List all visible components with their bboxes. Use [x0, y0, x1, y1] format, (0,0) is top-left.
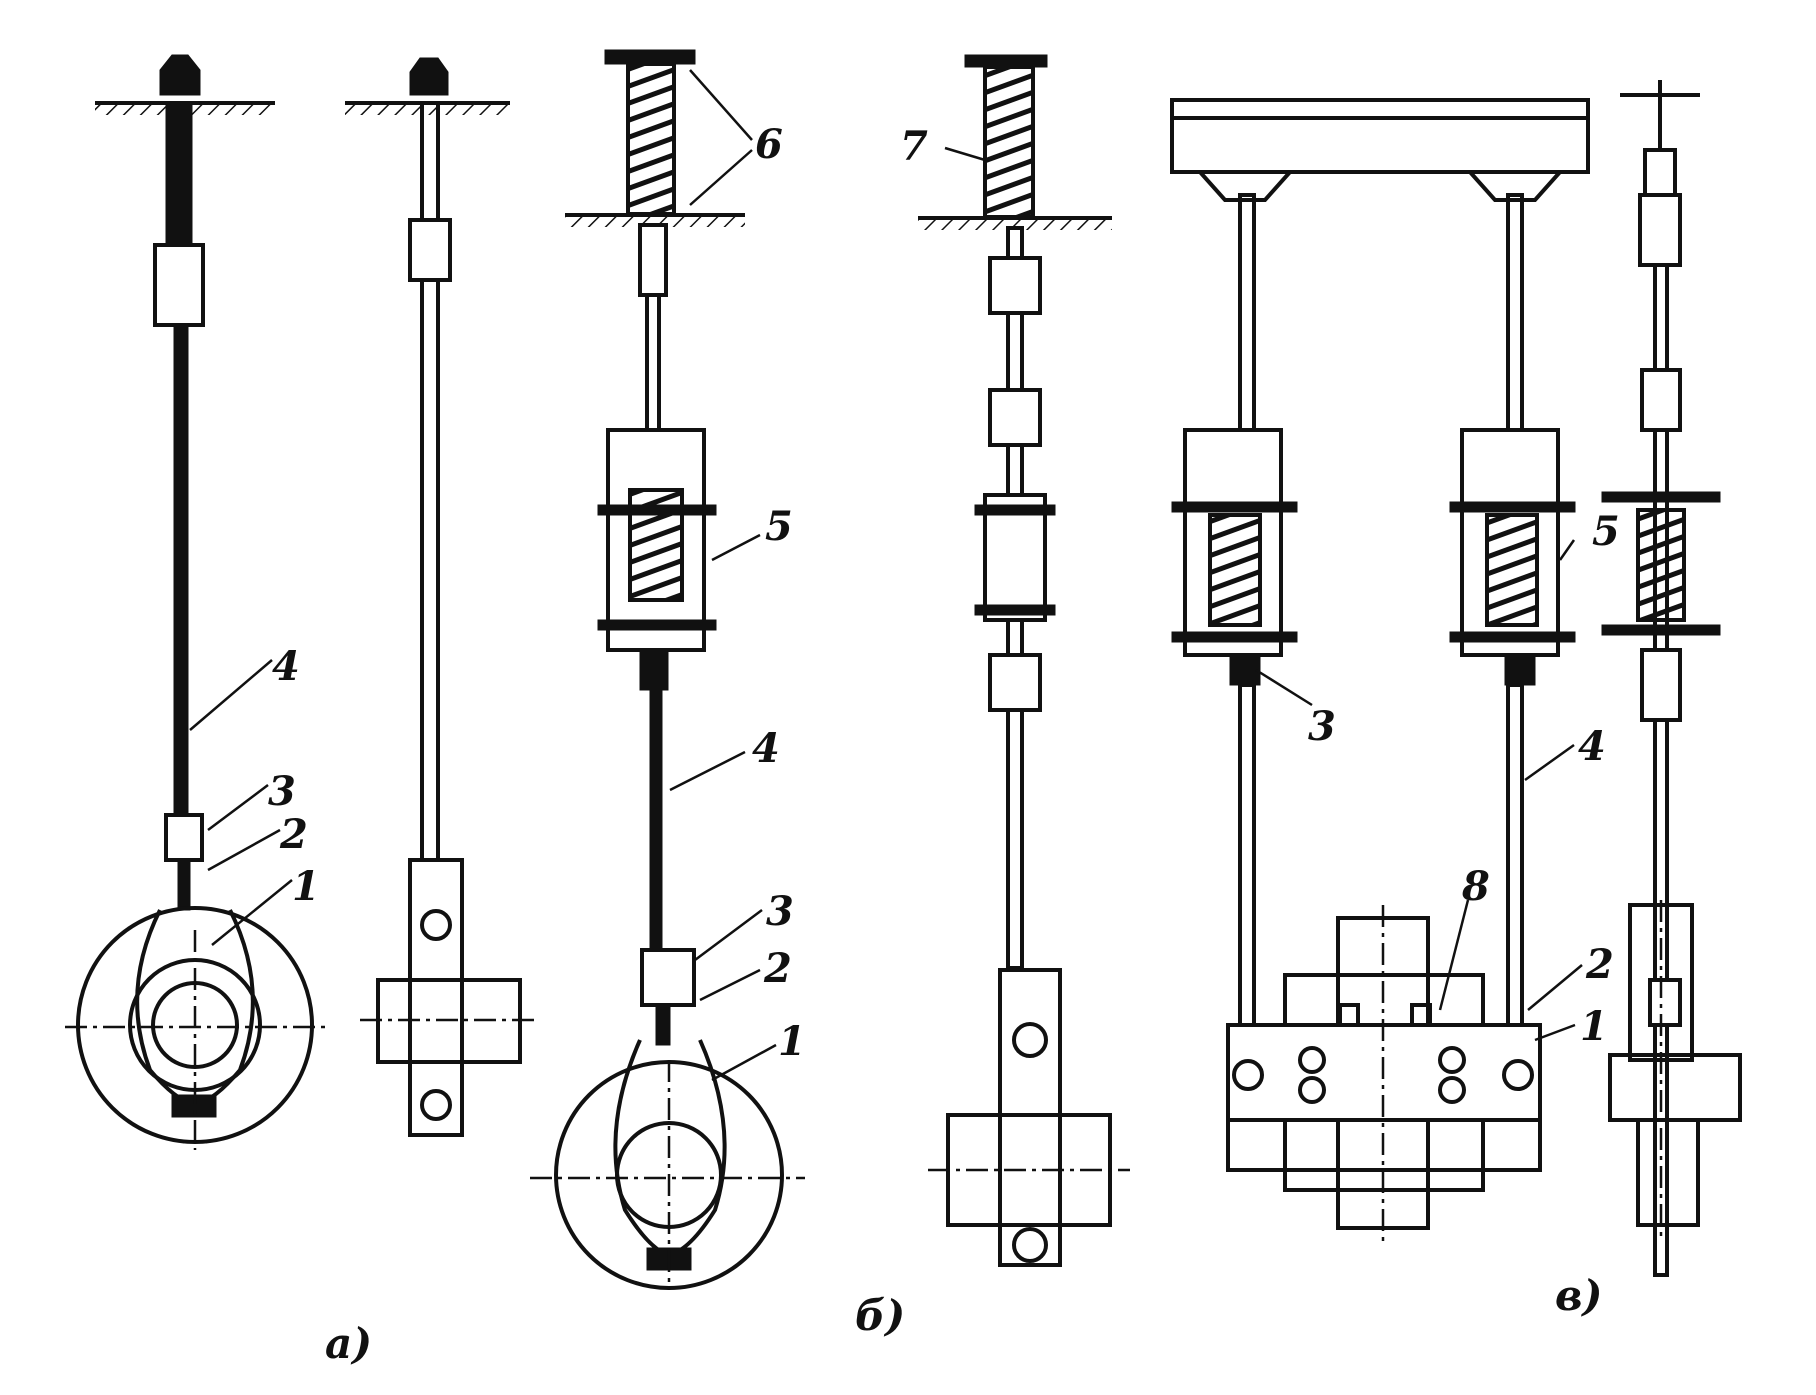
label-v-8: 8: [1461, 863, 1490, 910]
label-b-6: 6: [755, 121, 783, 168]
label-a-2: 2: [279, 811, 308, 858]
label-v-2: 2: [1585, 941, 1614, 988]
caption-view-b: б): [855, 1291, 905, 1340]
label-a-4: 4: [272, 643, 300, 690]
label-v-4: 4: [1578, 723, 1606, 770]
view-b-front-hanger: [530, 49, 805, 1290]
label-b-5: 5: [765, 503, 793, 550]
label-v-5: 5: [1592, 508, 1620, 555]
label-b-1: 1: [778, 1018, 806, 1065]
label-b-3: 3: [766, 888, 794, 935]
label-v-1: 1: [1580, 1003, 1608, 1050]
label-v-3: 3: [1308, 703, 1336, 750]
label-b-4: 4: [752, 725, 780, 772]
label-b-2: 2: [763, 945, 792, 992]
view-b-side-hanger: [918, 54, 1130, 1267]
caption-view-v: в): [1555, 1271, 1602, 1320]
view-v-side-hanger: [1601, 80, 1742, 1277]
label-a-1: 1: [292, 863, 320, 910]
caption-view-a: а): [325, 1319, 372, 1368]
view-v-front-hanger: [1170, 98, 1590, 1245]
label-a-3: 3: [268, 768, 296, 815]
view-a-front-hanger: [65, 54, 330, 1150]
view-a-side-hanger: [345, 57, 540, 1137]
label-b-7: 7: [900, 123, 928, 170]
